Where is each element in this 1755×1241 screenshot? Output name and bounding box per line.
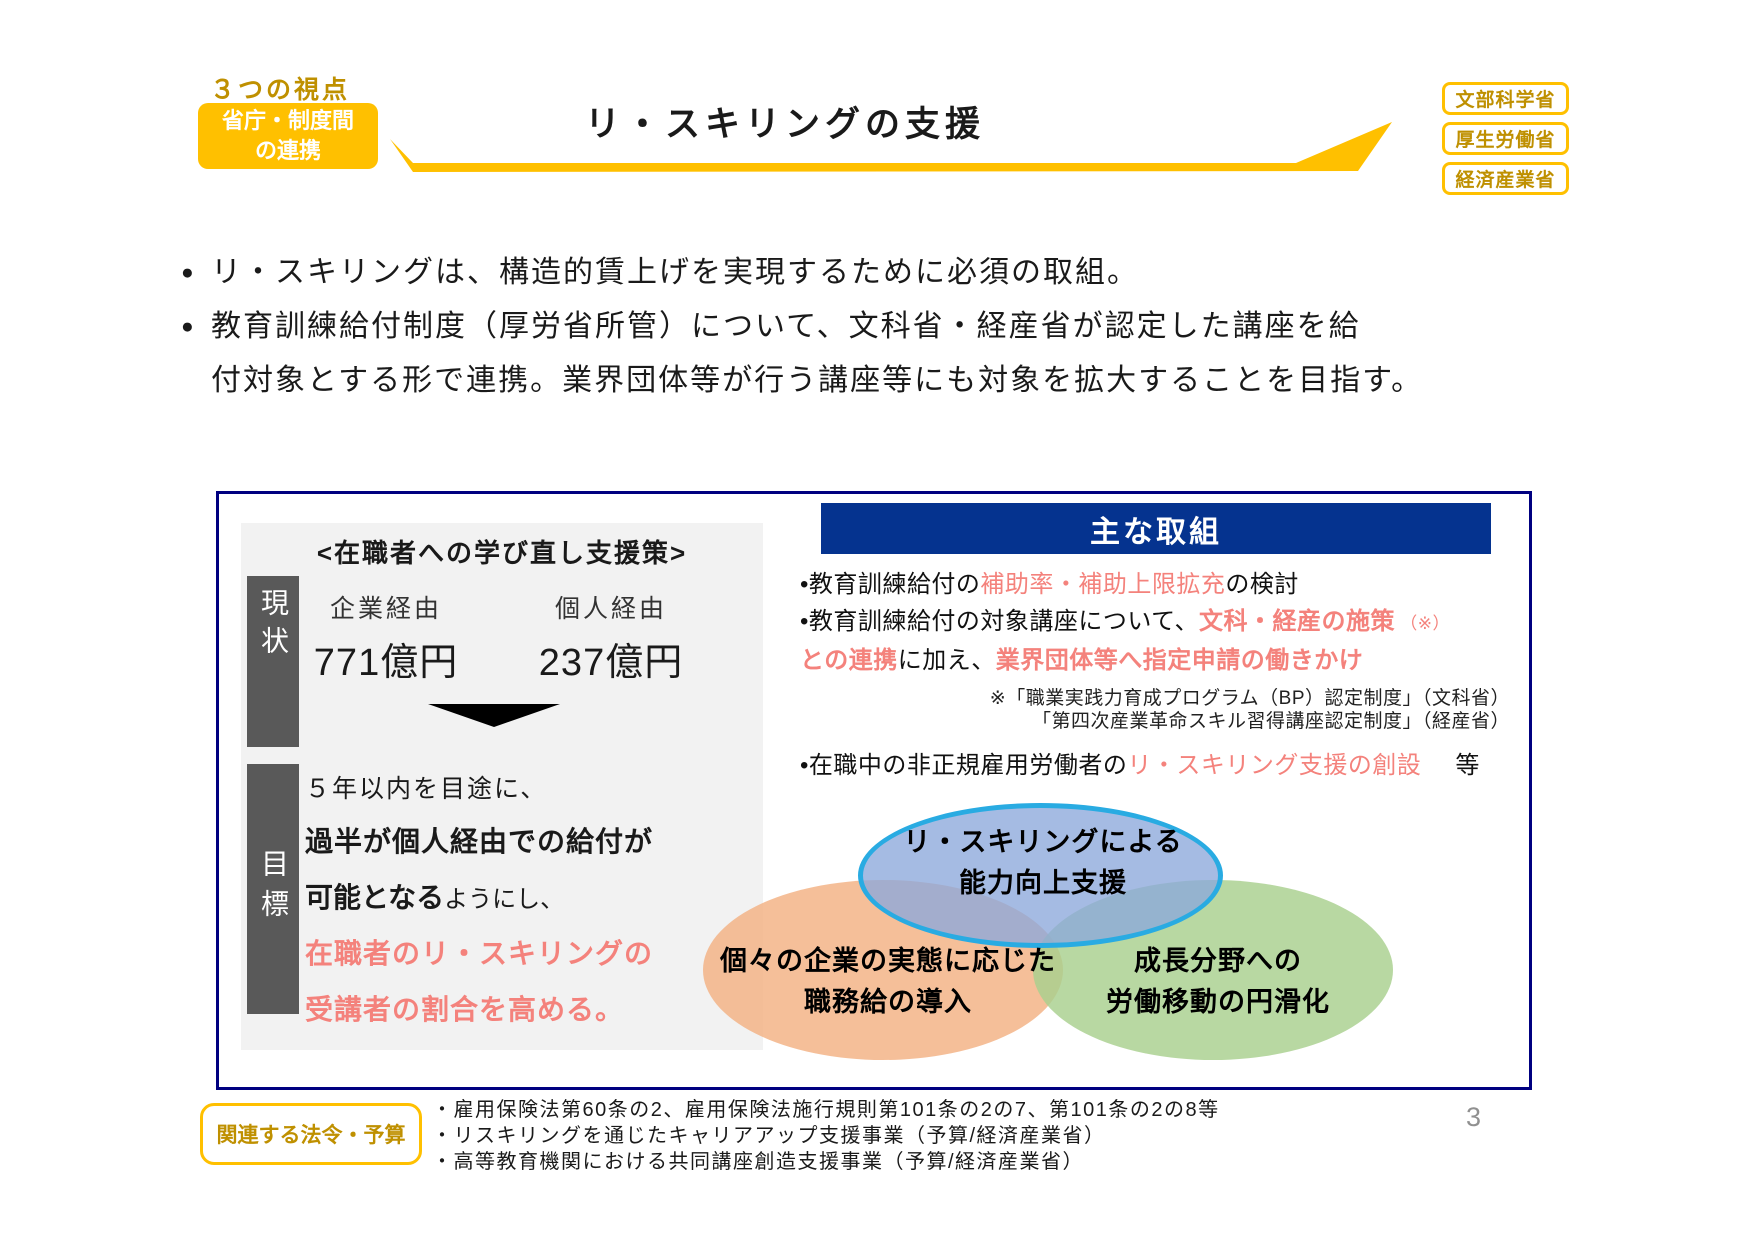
ministry-badges: 文部科学省 厚生労働省 経済産業省 [1442,82,1569,195]
venn-label-reskilling: リ・スキリングによる 能力向上支援 [883,822,1203,904]
page-number: 3 [1466,1102,1482,1132]
action-footnote-1: ※「職業実践力育成プログラム（BP）認定制度」（文科省） [989,688,1510,709]
action-1-seg3: の検討 [1225,571,1299,598]
action-item-2-line1: •教育訓練給付の対象講座について、文科・経産の施策 （※） [800,603,1510,642]
related-law-line2: ・リスキリングを通じたキャリアアップ支援事業（予算/経済産業省） [432,1125,1106,1147]
action-2-seg6: 業界団体等へ指定申請の働きかけ [995,647,1364,674]
venn-ellipse-reskilling [858,803,1223,948]
title-underline-swoosh [390,122,1392,172]
goal-line-5: 受講者の割合を高める。 [305,994,625,1025]
venn-reskilling-line1: リ・スキリングによる [903,827,1183,857]
action-3-seg3: 等 [1455,752,1480,779]
current-individual-route: 個人経由 237億円 [526,589,696,686]
main-content-box: <在職者への学び直し支援策> 現状 企業経由 771億円 個人経由 237億円 … [216,491,1532,1090]
company-route-amount: 771億円 [313,642,459,684]
viewpoint-title: ３つの視点 [210,76,351,104]
venn-mobility-line1: 成長分野への [1134,946,1302,976]
venn-job-pay-line2: 職務給の導入 [804,987,972,1017]
intro-bullet-2-line1: 教育訓練給付制度（厚労省所管）について、文科省・経産省が認定した講座を給 [211,310,1361,343]
current-company-route: 企業経由 771億円 [301,589,471,686]
venn-label-labor-mobility: 成長分野への 労働移動の円滑化 [1018,941,1418,1023]
venn-reskilling-line2: 能力向上支援 [959,868,1127,898]
goal-text: ５年以内を目途に、 過半が個人経由での給付が 可能となるようにし、 在職者のリ・… [305,769,755,1044]
bullet-icon: ● [181,315,196,338]
action-2-seg4: との連携 [800,647,898,674]
action-2-seg1: •教育訓練給付の対象講座について、 [800,608,1199,635]
company-route-label: 企業経由 [329,595,442,623]
down-arrow-icon [428,704,560,727]
action-3-seg2: リ・スキリング支援の創設 [1127,752,1422,779]
individual-route-label: 個人経由 [554,595,667,623]
venn-job-pay-line1: 個々の企業の実態に応じた [720,946,1056,976]
ministry-badge-mext: 文部科学省 [1442,82,1569,115]
goal-line-4: 在職者のリ・スキリングの [305,938,654,969]
goal-label: 目標 [247,764,299,1014]
relearning-support-panel: <在職者への学び直し支援策> 現状 企業経由 771億円 個人経由 237億円 … [241,523,763,1050]
viewpoint-badge: 省庁・制度間 の連携 [198,103,378,169]
goal-line-3: 可能となるようにし、 [305,876,755,916]
goal-line-3-rest: ようにし、 [444,886,565,913]
related-laws-list: ・雇用保険法第60条の2、雇用保険法施行規則第101条の2の7、第101条の2の… [432,1097,1220,1175]
current-state-label: 現状 [247,576,299,747]
action-footnote-2: 「第四次産業革命スキル習得講座認定制度」（経産省） [1031,711,1510,732]
ministry-badge-meti: 経済産業省 [1442,162,1569,195]
intro-bullet-1: ● リ・スキリングは、構造的賃上げを実現するために必須の取組。 [181,252,1139,294]
action-item-2-line2: との連携に加え、業界団体等へ指定申請の働きかけ [800,642,1510,679]
goal-line-3-bold: 可能となる [305,882,445,913]
bullet-icon: ● [181,261,196,284]
related-law-line1: ・雇用保険法第60条の2、雇用保険法施行規則第101条の2の7、第101条の2の… [432,1099,1220,1121]
related-law-line3: ・高等教育機関における共同講座創造支援事業（予算/経済産業省） [432,1151,1085,1173]
related-laws-badge: 関連する法令・予算 [200,1103,422,1165]
panel-heading: <在職者への学び直し支援策> [316,538,688,568]
page-title: リ・スキリングの支援 [584,105,985,144]
intro-bullet-2-line2: 付対象とする形で連携。業界団体等が行う講座等にも対象を拡大することを目指す。 [211,364,1424,397]
venn-label-job-based-pay: 個々の企業の実態に応じた 職務給の導入 [688,941,1088,1023]
action-2-seg2: 文科・経産の施策 [1198,608,1395,635]
action-2-seg5: に加え、 [897,647,996,674]
venn-mobility-line2: 労働移動の円滑化 [1106,987,1330,1017]
action-1-seg1: •教育訓練給付の [800,571,981,598]
action-item-3: •在職中の非正規雇用労働者のリ・スキリング支援の創設 等 [800,747,1510,784]
main-actions-list: •教育訓練給付の補助率・補助上限拡充の検討 •教育訓練給付の対象講座について、文… [800,566,1510,784]
goal-line-1: ５年以内を目途に、 [305,775,548,803]
viewpoint-badge-line1: 省庁・制度間 [221,108,354,133]
intro-bullet-2: ● 教育訓練給付制度（厚労省所管）について、文科省・経産省が認定した講座を給 [181,306,1361,348]
individual-route-amount: 237億円 [538,642,684,684]
intro-bullet-1-text: リ・スキリングは、構造的賃上げを実現するために必須の取組。 [211,256,1139,289]
action-1-seg2: 補助率・補助上限拡充 [980,571,1226,598]
main-actions-header: 主な取組 [821,503,1491,554]
goal-line-2: 過半が個人経由での給付が [305,826,654,857]
action-2-seg3: （※） [1394,614,1450,633]
viewpoint-badge-line2: の連携 [254,138,321,163]
action-3-seg1: •在職中の非正規雇用労働者の [800,752,1128,779]
action-item-1: •教育訓練給付の補助率・補助上限拡充の検討 [800,566,1510,603]
ministry-badge-mhlw: 厚生労働省 [1442,122,1569,155]
